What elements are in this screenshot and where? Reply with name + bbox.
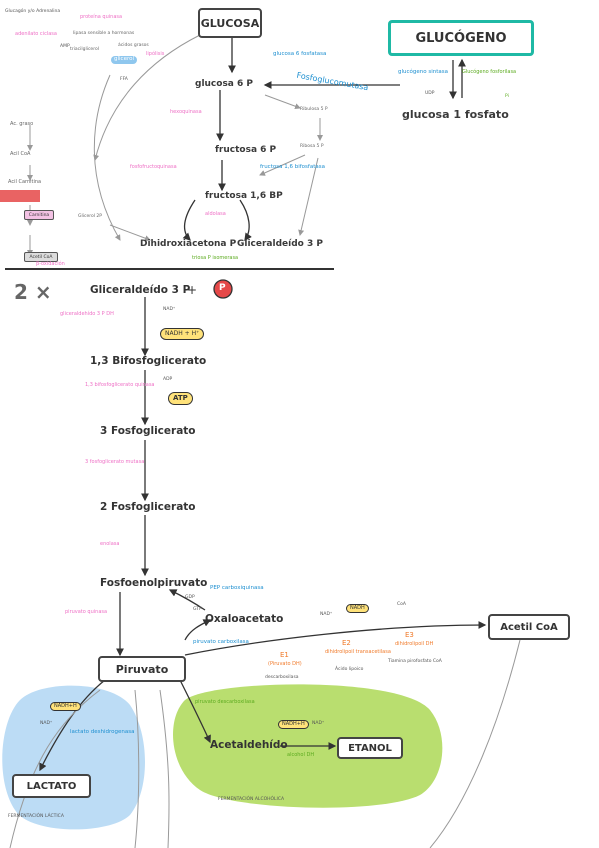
factor-label: 2 × xyxy=(14,280,52,304)
aldolasa-label: aldolasa xyxy=(205,211,226,217)
lipolisis-label: lipólisis xyxy=(146,51,165,57)
nadh2-badge: NADH xyxy=(346,604,369,613)
glucosa-box: GLUCOSA xyxy=(198,8,262,38)
glucosa6p-label: glucosa 6 P xyxy=(195,79,254,89)
ldh-label: lactato deshidrogenasa xyxy=(70,729,135,735)
glucogeno-sintasa-label: glucógeno sintasa xyxy=(398,69,449,75)
udp-label: UDP xyxy=(425,91,435,96)
carnitina-chip: Carnitina xyxy=(24,210,54,220)
plus-sign: + xyxy=(187,283,198,297)
e2-name-label: dihidrolipoil transacetilasa xyxy=(325,649,391,655)
atp-badge: ATP xyxy=(168,392,193,405)
bpg-label: 1,3 Bifosfoglicerato xyxy=(90,355,207,367)
g3p-label: Gliceraldeído 3 P xyxy=(90,284,191,296)
enzima3-label: 3 fosfoglicerato mutasa xyxy=(85,459,145,465)
nad-label: NAD⁺ xyxy=(163,307,176,312)
nad-lactato-label: NAD⁺ xyxy=(40,721,53,726)
ribosa-label: Ribosa 5 P xyxy=(300,144,324,149)
nad-etanol-label: NAD⁺ xyxy=(312,721,325,726)
nad2-label: NAD⁺ xyxy=(320,612,333,617)
acil-coa-label: Acil CoA xyxy=(10,151,31,157)
ferm-alcoholica-label: FERMENTACIÓN ALCOHÓLICA xyxy=(218,797,285,802)
enzima2-label: 1,3 bifosfoglicerato quinasa xyxy=(85,382,155,388)
ffa-label: FFA xyxy=(120,77,128,82)
etanol-box: ETANOL xyxy=(337,737,403,759)
gtp-label: GTP xyxy=(193,607,202,612)
gliceraldehido3p-top-label: Gliceraldeído 3 P xyxy=(237,239,323,249)
e1-label: E1 xyxy=(280,651,289,659)
adenilato-ciclasa-label: adenilato ciclasa xyxy=(15,31,57,37)
piruvato-quinasa-label: piruvato quinasa xyxy=(65,609,108,615)
glucagon-label: Glucagón y/o Adrenalina xyxy=(5,9,61,14)
nadh-etanol-badge: NADH+H xyxy=(278,720,309,729)
glucogeno-box: GLUCÓGENO xyxy=(388,20,534,56)
glucogeno-fosforilasa-label: Glucógeno fosforilasa xyxy=(462,69,517,75)
triosa-isomerasa-label: triosa P isomerasa xyxy=(192,255,239,261)
enzima4-label: enolasa xyxy=(100,541,120,547)
phosphate-label: P xyxy=(219,283,226,293)
ribulosa-label: Ribulosa 5 P xyxy=(300,107,328,112)
glucosa1p-label: glucosa 1 fosfato xyxy=(402,108,509,121)
acidos-grasos-label: ácidos grasos xyxy=(118,43,149,48)
phosphate-circle xyxy=(213,279,233,299)
oxalacetato-label: Oxaloacetato xyxy=(205,613,284,625)
fructosa6p-label: fructosa 6 P xyxy=(215,145,277,155)
acetilcoa-box: Acetil CoA xyxy=(488,614,570,640)
fructosa16bp-label: fructosa 1,6 BP xyxy=(205,191,283,201)
fructosa16bifosfatasa-label: fructosa 1,6 bifosfatasa xyxy=(260,164,325,170)
membrane-band xyxy=(0,190,40,202)
hexoquinasa-label: hexoquinasa xyxy=(170,109,202,115)
e2-cof-label: Ácido lipoico xyxy=(335,667,364,672)
adp-label: ADP xyxy=(163,377,173,382)
ferm-lactica-label: FERMENTACIÓN LÁCTICA xyxy=(8,814,64,819)
e1-cof-label: descarboxilasa xyxy=(265,675,299,680)
e2-label: E2 xyxy=(342,639,351,647)
acetaldehido-label: Acetaldehído xyxy=(210,739,288,751)
ac-graso-label: Ac. graso xyxy=(10,121,34,127)
pi-label: Pi xyxy=(505,94,509,99)
gdp-label: GDP xyxy=(185,595,195,600)
alcohol-dh-label: alcohol DH xyxy=(287,752,315,758)
e3-cof-label: Tiamina pirofosfato CoA xyxy=(388,659,442,664)
triglic-label: triacilglicerol xyxy=(70,47,99,52)
acil-carnitina-label: Acil Carnitina xyxy=(8,179,42,185)
nadh-badge: NADH + H⁺ xyxy=(160,328,205,340)
piruvato-carboxilasa-label: piruvato carboxilasa xyxy=(193,639,249,645)
e1-name-label: (Piruvato DH) xyxy=(268,661,302,667)
e3-name-label: dihidrolipoil DH xyxy=(395,641,434,647)
coa-label: CoA xyxy=(397,602,406,607)
pepck-label: PEP carboxiquinasa xyxy=(210,585,264,591)
pg2-label: 2 Fosfoglicerato xyxy=(100,501,196,513)
nadh-lactato-badge: NADH+H xyxy=(50,702,81,711)
dihidroxiacetona-label: Dihidroxiacetona P xyxy=(140,239,237,249)
fosfofructoquinasa-label: fosfofructoquinasa xyxy=(130,164,177,170)
glicerol2p-label: Glicerol 2P xyxy=(78,214,102,219)
lipasa-label: lipasa sensible a hormonas xyxy=(73,31,135,36)
piruvato-descarbox-label: piruvato descarboxilasa xyxy=(195,699,255,705)
acetil-coa-chip: Acetil CoA xyxy=(24,252,58,262)
proteina-quinasa-label: proteína quinasa xyxy=(80,14,123,20)
glucosa6fosfatasa-label: glucosa 6 fosfatasa xyxy=(273,51,327,57)
enzima1-label: gliceraldehído 3 P DH xyxy=(60,311,114,317)
pep-label: Fosfoenolpiruvato xyxy=(100,577,208,589)
e3-label: E3 xyxy=(405,631,414,639)
amp-label: AMP xyxy=(60,44,70,49)
glicerol-label: glicerol xyxy=(111,56,137,64)
lactato-box: LACTATO xyxy=(12,774,91,798)
pg3-label: 3 Fosfoglicerato xyxy=(100,425,196,437)
piruvato-box: Piruvato xyxy=(98,656,186,682)
beta-ox-label: β-oxidación xyxy=(36,261,65,267)
